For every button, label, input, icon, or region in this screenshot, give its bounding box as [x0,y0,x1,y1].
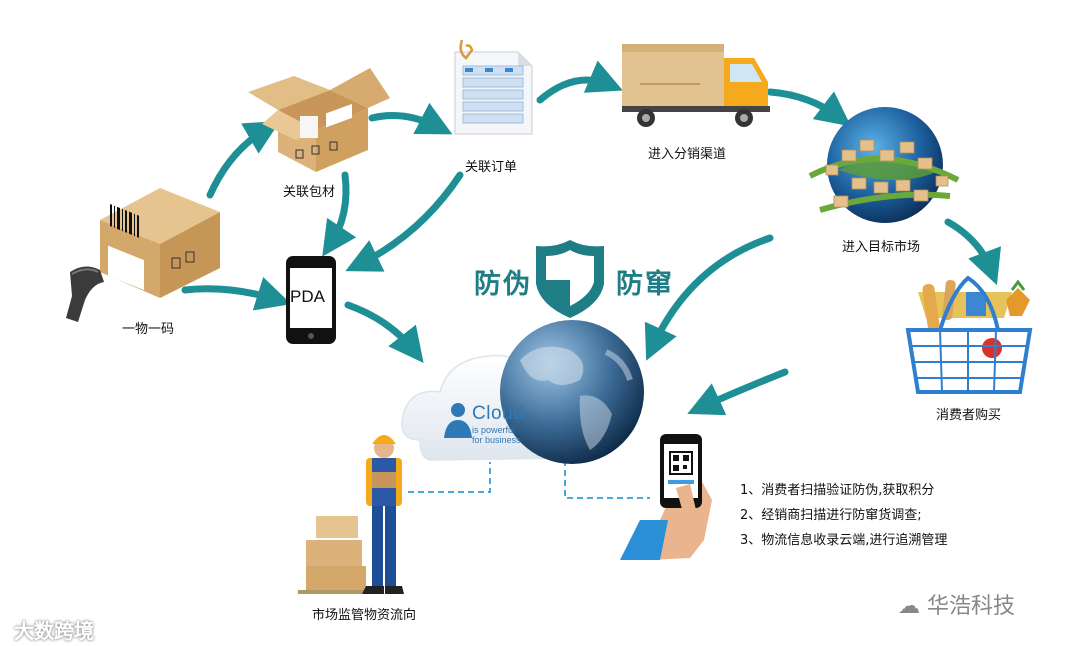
label-market-supervision: 市场监管物资流向 [312,608,417,623]
anti-channel-conflict-title: 防窜 [616,269,674,300]
arrow-code-to-pda [181,277,292,311]
flow-arrows [181,60,1002,416]
arrow-consumer-to-center [687,368,789,416]
world-globe-illustration [500,320,644,464]
open-box-illustration [248,68,390,172]
arrow-packaging-to-pda [322,171,357,257]
step-item: 1、消费者扫描验证防伪,获取积分 [740,483,935,498]
arrow-pda-to-cloud [344,301,424,364]
arrow-globe-to-basket [944,218,1002,286]
label-enter-distribution: 进入分销渠道 [648,147,727,162]
label-enter-target-market: 进入目标市场 [842,240,921,255]
shopping-basket-illustration [905,275,1033,394]
globe-with-boxes-illustration [808,107,960,223]
steps-list: 1、消费者扫描验证防伪,获取积分 2、经销商扫描进行防窜货调查; 3、物流信息收… [740,478,947,553]
pda-label: PDA [290,287,325,306]
watermark-right-text: 华浩科技 [927,594,1016,619]
qr-code-icon [669,451,693,475]
cloud-text-block: Cloud is powerful for business [472,403,524,445]
watermark-left: 大数跨境 [14,615,94,644]
arrow-market-to-center [644,234,774,361]
watermark-right: ☁ 华浩科技 [898,588,1015,620]
arrow-truck-to-globe [766,88,852,127]
shield-icon [536,240,604,318]
label-one-item-one-code: 一物一码 [122,322,175,337]
user-silhouette-icon [444,403,472,438]
cloud-line-2: for business [472,435,521,445]
cloud-line-1: is powerful [472,425,516,435]
step-item: 3、物流信息收录云端,进行追溯管理 [740,533,948,548]
anti-counterfeit-title: 防伪 [474,269,532,300]
delivery-truck-illustration [622,44,770,127]
wechat-icon: ☁ [898,594,920,619]
hand-with-phone-illustration [620,434,712,560]
arrow-order-to-pda [345,171,464,272]
inspector-worker-illustration [298,435,404,594]
arrow-code-to-packaging [206,120,281,199]
watermark-left-text: 大数跨境 [14,619,94,643]
dashed-connectors [408,450,650,499]
order-document-illustration [454,39,533,135]
label-link-order: 关联订单 [465,160,518,175]
cloud-title: Cloud [472,403,525,424]
arrow-order-to-truck [536,60,623,104]
arrow-packaging-to-order [368,102,453,135]
pda-device [286,256,336,344]
label-link-packaging: 关联包材 [283,185,336,200]
barcoded-box-illustration [66,188,220,322]
step-item: 2、经销商扫描进行防窜货调查; [740,508,922,523]
label-consumer-purchase: 消费者购买 [936,408,1002,423]
